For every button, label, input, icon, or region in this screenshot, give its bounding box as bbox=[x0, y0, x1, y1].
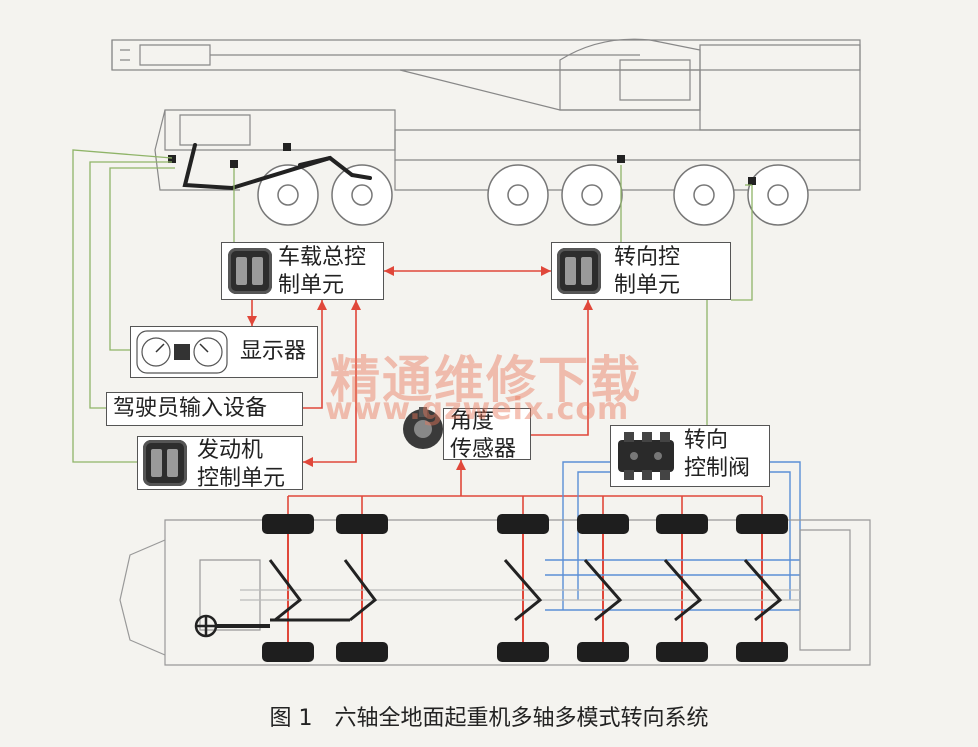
steering-control-unit-label: 转向控 制单元 bbox=[614, 245, 681, 298]
blue-lines bbox=[545, 461, 801, 611]
main-control-unit-label: 车载总控 制单元 bbox=[278, 245, 367, 298]
crane-side-view bbox=[111, 38, 861, 191]
dashboard-icon bbox=[136, 330, 228, 374]
watermark-cn: 精通维修下载 bbox=[330, 351, 642, 409]
red-arrowheads bbox=[247, 266, 593, 470]
top-tires bbox=[262, 514, 788, 662]
engine-control-unit-label: 发动机 控制单元 bbox=[197, 438, 286, 491]
side-connector-dots bbox=[168, 143, 756, 185]
figure-caption: 图 1 六轴全地面起重机多轴多模式转向系统 bbox=[269, 706, 709, 731]
side-wheels bbox=[257, 164, 809, 226]
steering-wheel bbox=[194, 614, 270, 638]
sensor-icon bbox=[403, 407, 443, 449]
engine-control-ecu-icon bbox=[143, 440, 187, 486]
driver-input-label: 驾驶员输入设备 bbox=[113, 396, 268, 421]
side-linkage bbox=[182, 143, 372, 191]
watermark-en: www.gzweix.com bbox=[325, 392, 630, 427]
steering-valve-label: 转向 控制阀 bbox=[684, 428, 751, 481]
driver-input-box bbox=[106, 392, 303, 426]
display-label: 显示器 bbox=[240, 339, 307, 364]
top-linkage bbox=[268, 559, 783, 622]
steering-control-ecu-icon bbox=[557, 248, 601, 294]
green-wires bbox=[72, 149, 753, 463]
main-control-ecu-icon bbox=[228, 248, 272, 294]
valve-icon bbox=[618, 432, 674, 480]
angle-sensor-box bbox=[443, 408, 531, 460]
chassis-top-view bbox=[119, 519, 871, 666]
angle-sensor-label: 角度 传感器 bbox=[450, 409, 517, 462]
